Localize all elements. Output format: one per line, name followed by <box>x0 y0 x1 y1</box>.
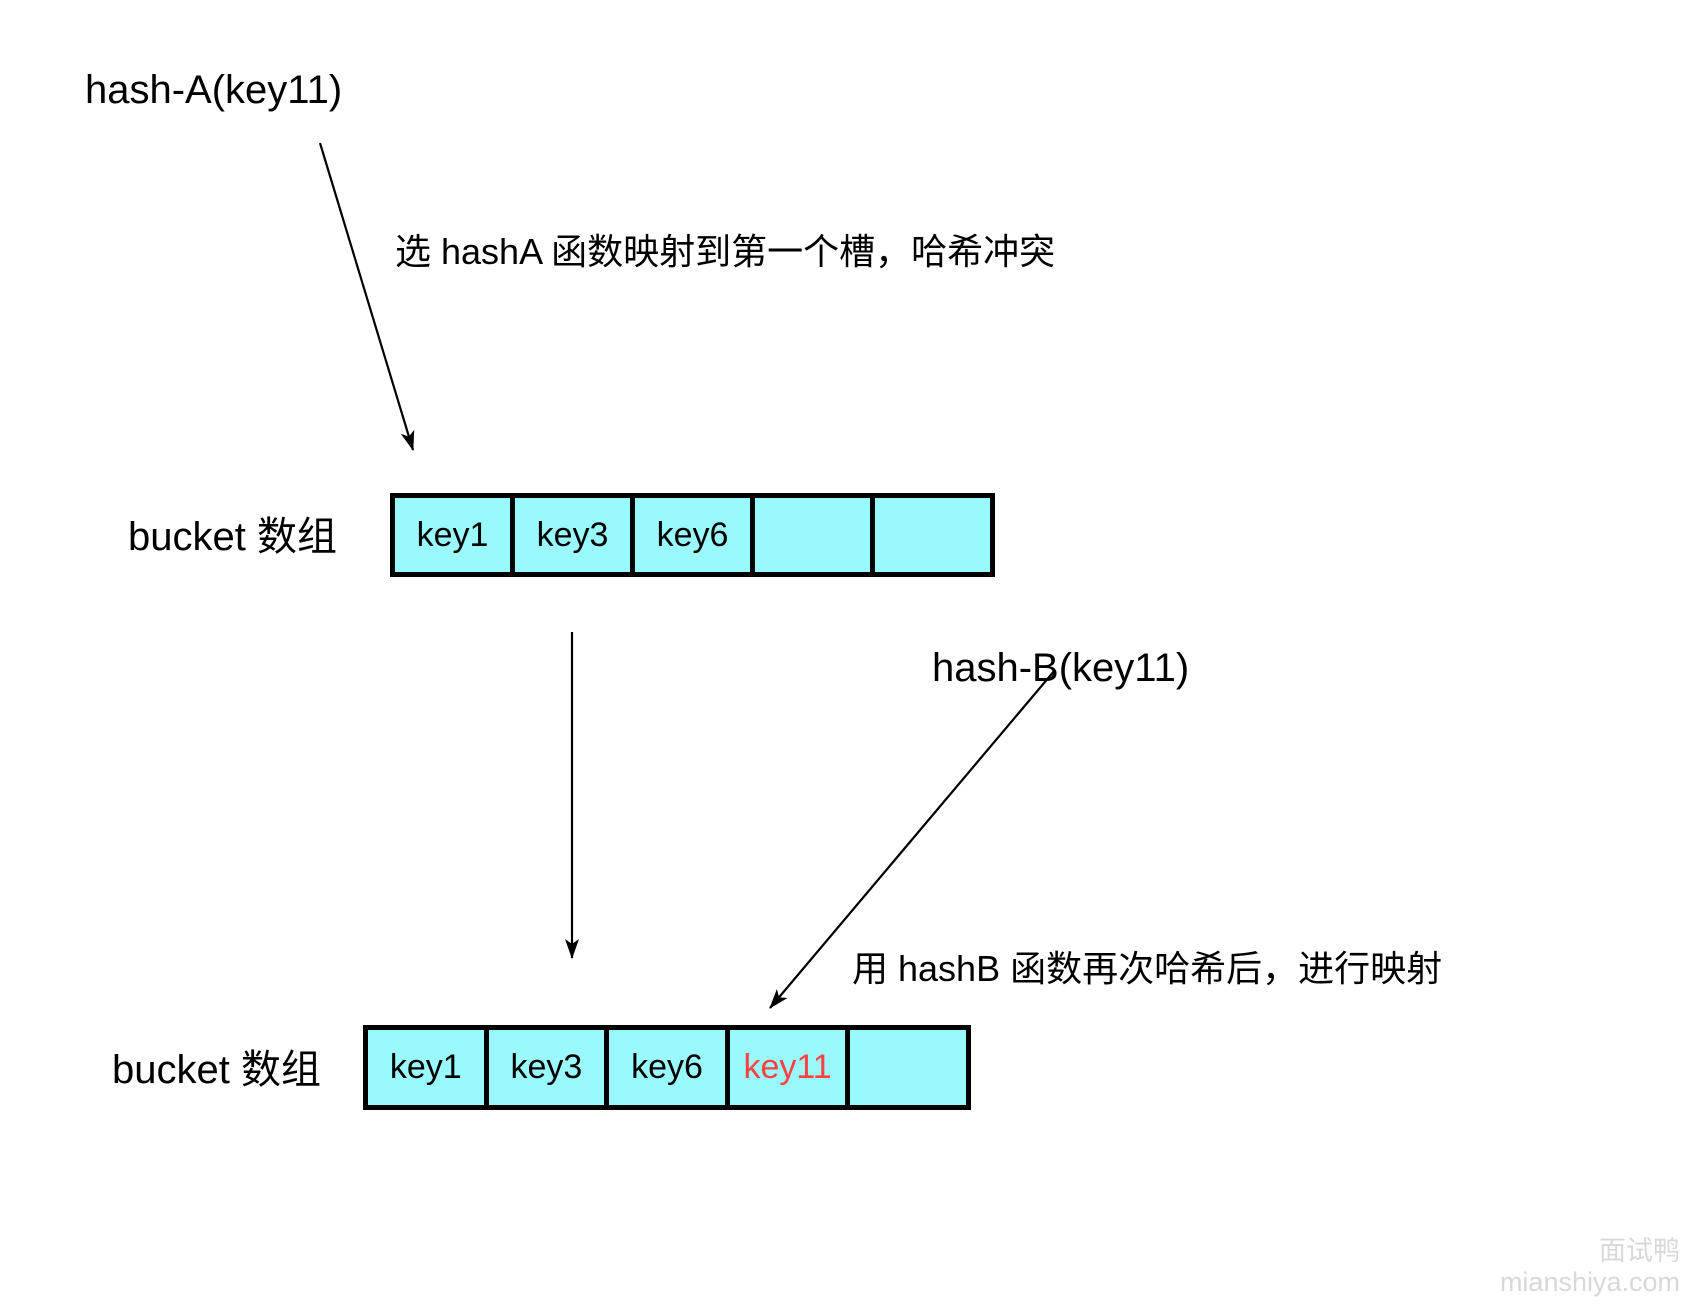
watermark-brand: 面试鸭 <box>1599 1236 1680 1266</box>
bucket-cell-empty <box>875 498 990 572</box>
bucket-cell: key3 <box>515 498 630 572</box>
bucket-cell-empty <box>755 498 870 572</box>
hash-a-function-label: hash-A(key11) <box>85 68 343 112</box>
bucket-cell-empty <box>850 1030 966 1105</box>
bucket-cell: key1 <box>368 1030 484 1105</box>
watermark-url: mianshiya.com <box>1499 1267 1680 1297</box>
bucket-cell-key11-highlighted: key11 <box>729 1030 846 1105</box>
watermark: 面试鸭 mianshiya.com <box>1500 1236 1680 1298</box>
hash-b-function-label: hash-B(key11) <box>932 646 1190 690</box>
bucket-cell: key6 <box>609 1030 725 1105</box>
arrow-hash-a-to-top-array <box>318 142 415 451</box>
bucket-array-bottom: key1 key3 key6 key11 <box>363 1025 971 1110</box>
caption-hash-a-collision: 选 hashA 函数映射到第一个槽，哈希冲突 <box>395 231 1056 272</box>
bucket-cell: key3 <box>488 1030 605 1105</box>
bucket-cell: key1 <box>395 498 510 572</box>
bucket-array-label-bottom: bucket 数组 <box>112 1048 321 1092</box>
bucket-array-top: key1 key3 key6 <box>390 493 995 577</box>
bucket-array-label-top: bucket 数组 <box>128 515 337 559</box>
bucket-cell: key6 <box>635 498 750 572</box>
caption-hash-b-remap: 用 hashB 函数再次哈希后，进行映射 <box>852 948 1443 989</box>
